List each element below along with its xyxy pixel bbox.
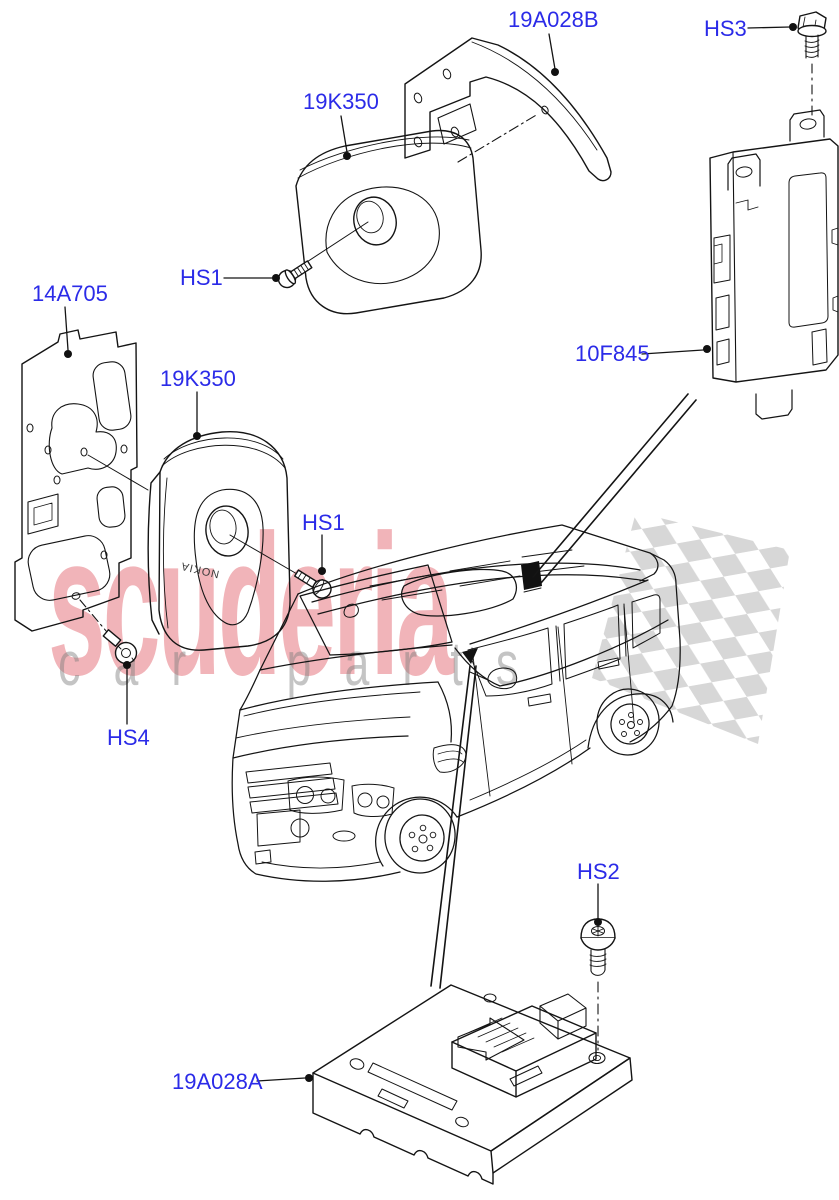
mounting-plate-14a705-illustration [14, 329, 149, 639]
screw-hs1-lower-illustration [294, 569, 332, 599]
part-label-19k350-upper[interactable]: 19K350 [303, 89, 379, 114]
part-label-19k350-lower[interactable]: 19K350 [160, 366, 236, 391]
part-label-hs1-upper[interactable]: HS1 [180, 265, 223, 290]
part-label-hs4[interactable]: HS4 [107, 725, 150, 750]
screw-hs4-illustration [102, 629, 138, 665]
module-bracket-19a028a-illustration [312, 984, 633, 1185]
checkered-flag-watermark [592, 512, 790, 744]
location-leader-lines [430, 393, 697, 989]
control-module-10f845-illustration [709, 109, 839, 420]
part-label-hs3[interactable]: HS3 [704, 16, 747, 41]
label-leader-lines [64, 23, 797, 1082]
part-label-19a028a[interactable]: 19A028A [172, 1069, 263, 1094]
screw-hs1-upper-illustration [277, 260, 313, 289]
part-label-10f845[interactable]: 10F845 [575, 341, 650, 366]
bracket-19a028b-illustration [404, 37, 612, 182]
phone-cradle-upper-illustration [289, 129, 482, 315]
hex-bolt-hs3-illustration [797, 11, 827, 121]
phone-cradle-lower-illustration: NOKIA [147, 431, 317, 651]
part-label-hs2[interactable]: HS2 [577, 859, 620, 884]
part-label-hs1-lower[interactable]: HS1 [302, 510, 345, 535]
part-label-19a028b[interactable]: 19A028B [508, 7, 599, 32]
part-label-14a705[interactable]: 14A705 [32, 281, 108, 306]
cradle-brand-text: NOKIA [180, 559, 221, 580]
vehicle-illustration [231, 524, 681, 882]
screw-hs2-illustration [580, 918, 616, 1051]
